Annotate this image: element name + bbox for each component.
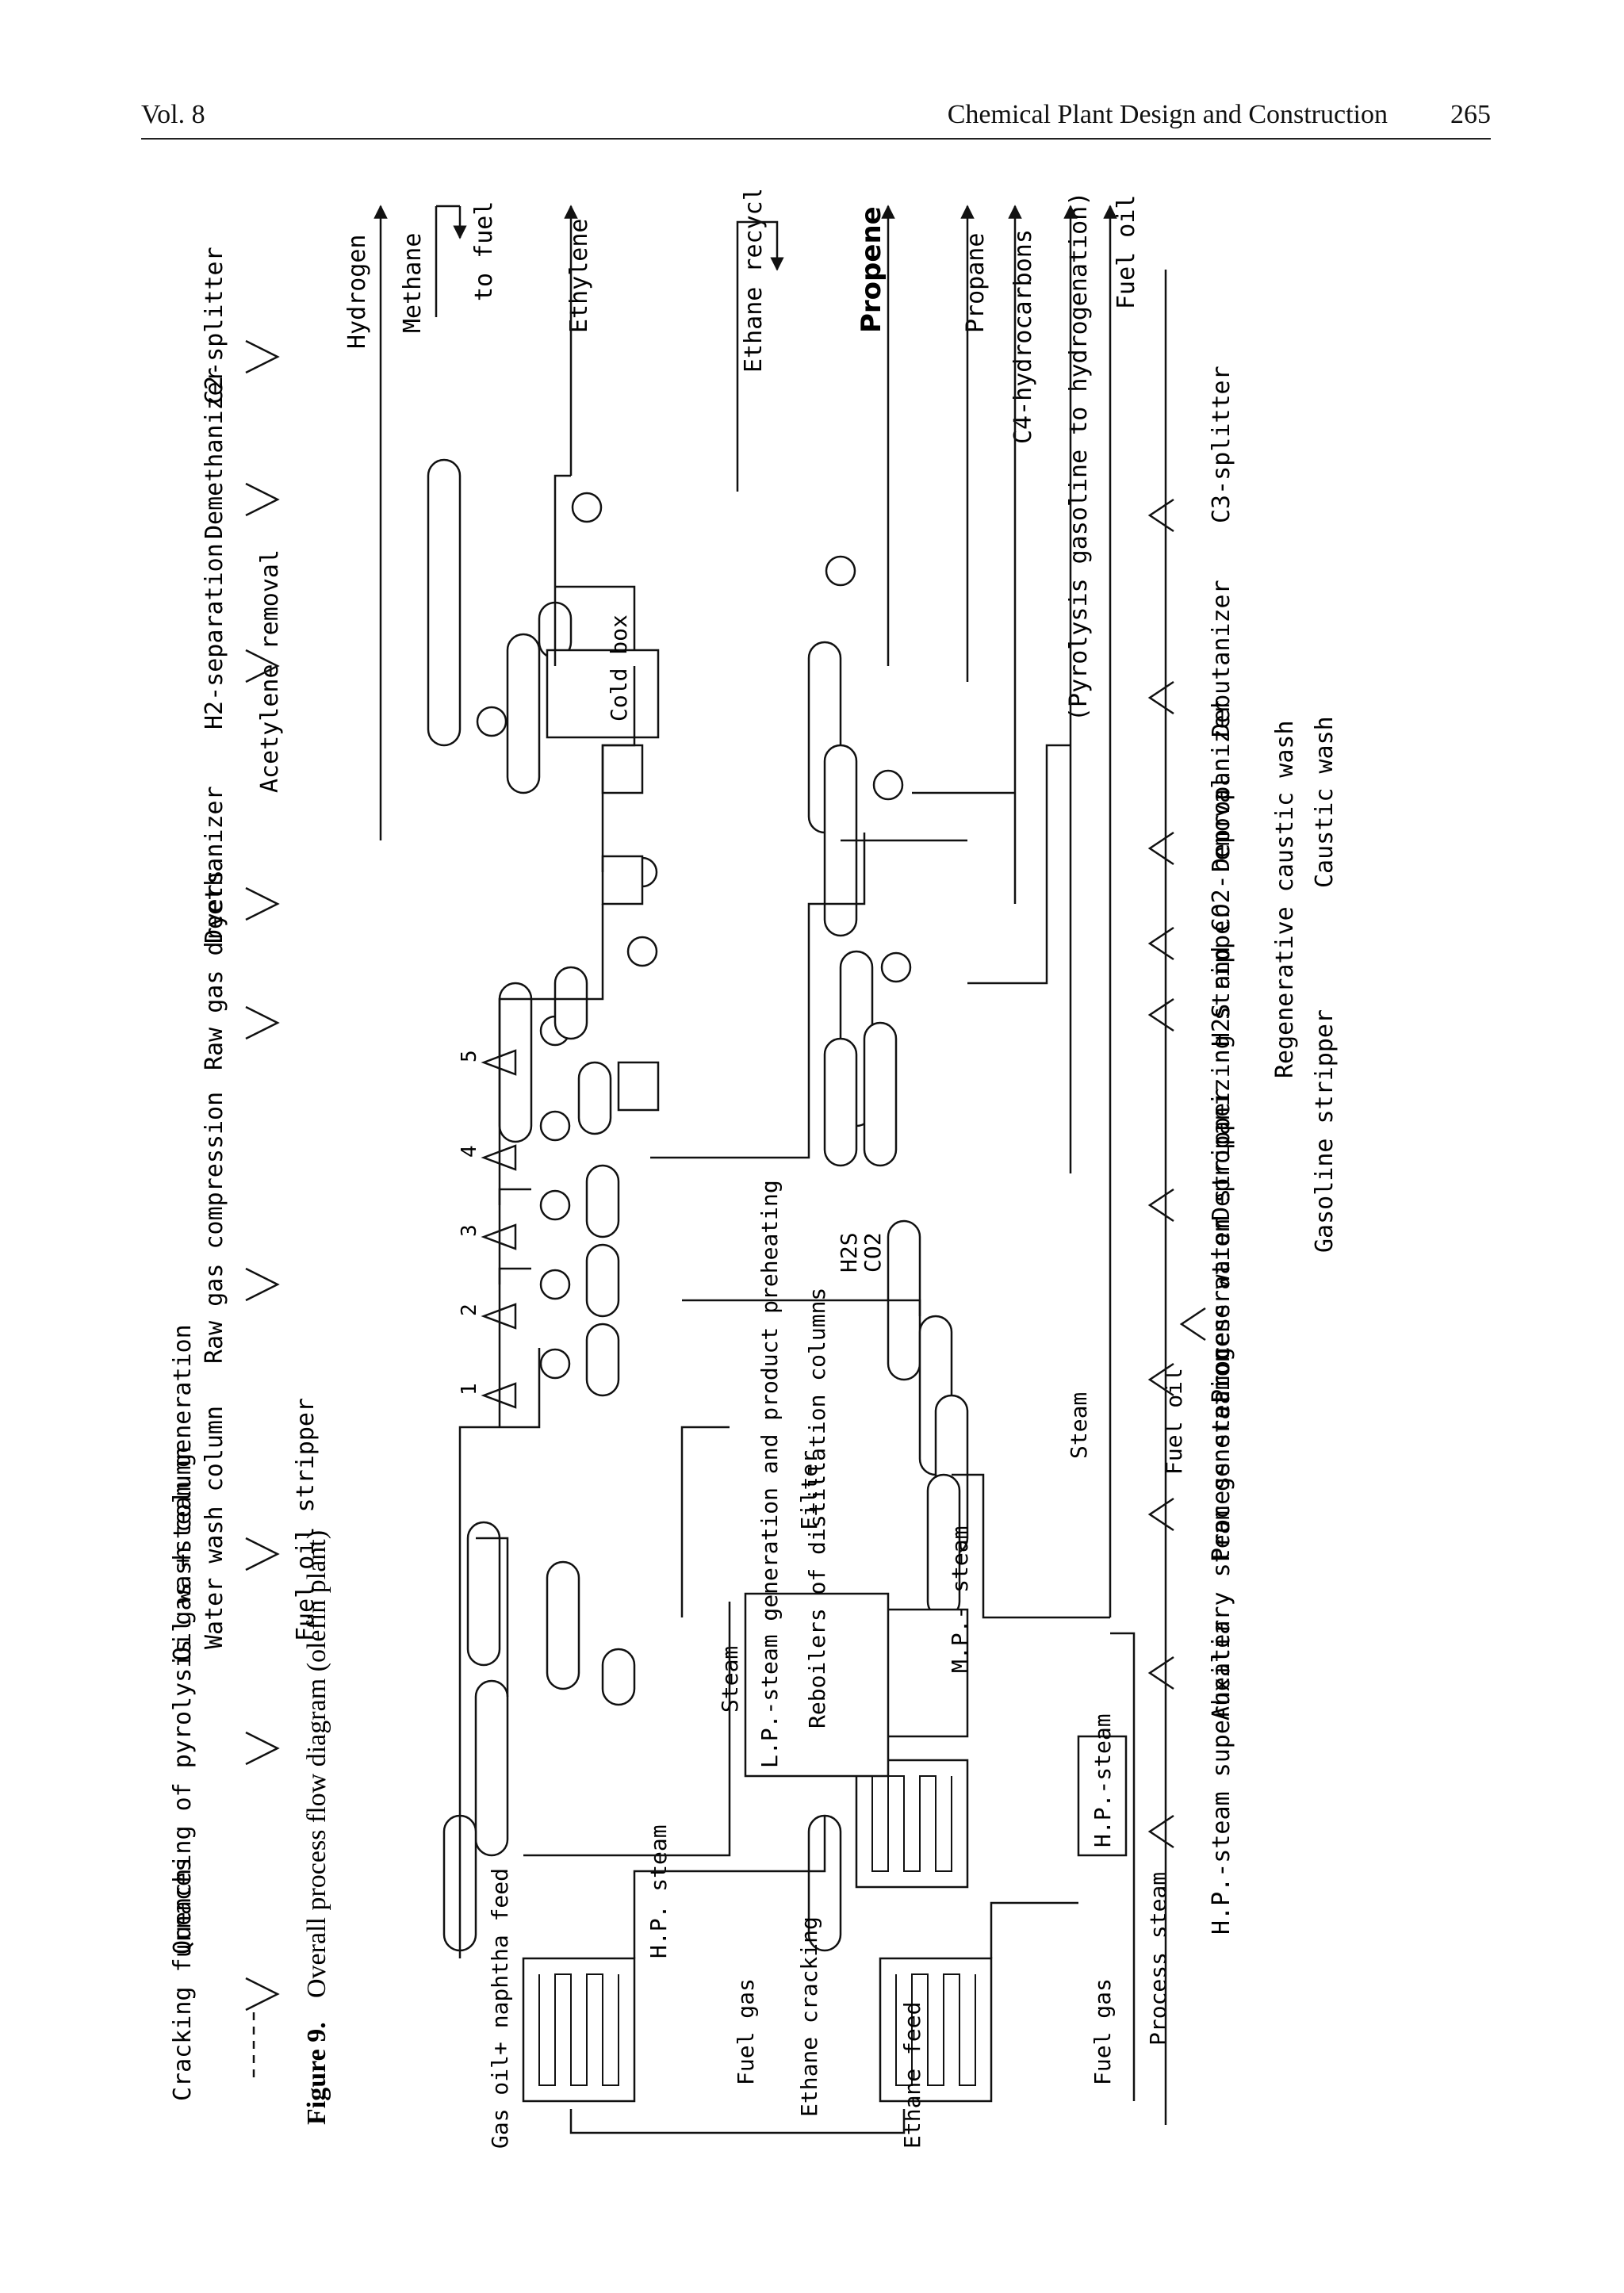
bottom-section-markers bbox=[1147, 498, 1206, 1849]
bottom-section-labels: H.P.-steam superheater Auxiliary steam g… bbox=[1208, 366, 1339, 1935]
section-label-gasoline-stripper: Gasoline stripper bbox=[1311, 1009, 1339, 1253]
fuel-gas-label-1: Fuel gas bbox=[733, 1978, 759, 2085]
fuel-gas-label-2: Fuel gas bbox=[1090, 1978, 1116, 2085]
stage-number-2: 2 bbox=[458, 1303, 481, 1316]
section-label-caustic-wash: Caustic wash bbox=[1311, 716, 1339, 888]
stage-number-1: 1 bbox=[458, 1383, 481, 1395]
section-label-auxiliary-steam: Auxiliary steam generation bbox=[1208, 1348, 1235, 1721]
furnace-coils bbox=[538, 1775, 976, 2086]
product-fuel-oil: Fuel oil bbox=[1113, 195, 1140, 310]
section-label-water-wash-column: Water wash column bbox=[201, 1406, 228, 1649]
oil-wash-column bbox=[474, 1679, 509, 1857]
distillation-columns bbox=[427, 458, 969, 1857]
section-label-hp-steam-superheater: H.P.-steam superheater bbox=[1208, 1620, 1235, 1935]
section-label-h2-separation: H2-separation bbox=[201, 543, 228, 729]
section-label-acetylene-removal: Acetylene removal bbox=[256, 549, 284, 793]
section-label-fuel-oil-stripper: Fuel oil stripper bbox=[292, 1398, 320, 1641]
co2-label: CO2 bbox=[860, 1232, 886, 1273]
caption-label: Figure 9. bbox=[302, 2022, 331, 2125]
hp-steam-box-label: H.P.-steam bbox=[1090, 1713, 1116, 1847]
caustic-wash-column bbox=[823, 1037, 858, 1167]
product-to-fuel-gas: to fuel gas bbox=[470, 190, 498, 301]
demethanizer-column bbox=[506, 633, 541, 794]
caption-text: Overall process flow diagram (olefin pla… bbox=[302, 1530, 331, 1998]
stage-number-5: 5 bbox=[458, 1050, 481, 1062]
product-labels: Hydrogen Methane to fuel gas Ethylene Et… bbox=[343, 144, 1140, 722]
hp-steam-label: H.P. steam bbox=[645, 1824, 672, 1958]
section-label-quenching: Quenching of pyrolysis gas +steam genera… bbox=[169, 1324, 197, 1954]
section-label-depropanizer: Depropanizer bbox=[1208, 700, 1235, 872]
section-label-raw-gas-compression: Raw gas compression bbox=[201, 1092, 228, 1364]
section-label-process-water-stripper: Process water stripper bbox=[1208, 1089, 1235, 1403]
section-label-regenerative-caustic-wash: Regenerative caustic wash bbox=[1271, 720, 1299, 1078]
h2s-label: H2S bbox=[836, 1232, 862, 1273]
flow-diagram-svg: Figure 9. Overall process flow diagram (… bbox=[169, 144, 1339, 2149]
journal-title: Chemical Plant Design and Construction bbox=[947, 100, 1388, 129]
product-propene: Propene bbox=[856, 206, 887, 333]
cold-box: Cold box bbox=[546, 614, 660, 739]
section-label-cracking-furnaces: Cracking furnaces bbox=[169, 1858, 197, 2101]
gas-oil-feed-label: Gas oil+ naphtha feed bbox=[487, 1868, 513, 2149]
reboilers-label: Reboilers of distillation columns bbox=[804, 1288, 830, 1728]
steam-label-2: Steam bbox=[1066, 1392, 1092, 1459]
auxiliary-boiler-1 bbox=[855, 1759, 969, 1889]
hp-steam-box: H.P.-steam bbox=[1077, 1713, 1128, 1857]
equipment-symbols bbox=[476, 492, 912, 1706]
misc-labels: Gas oil+ naphtha feed Ethane feed Fuel g… bbox=[487, 1232, 1187, 2149]
section-label-debutanizer: Debutanizer bbox=[1208, 580, 1235, 737]
running-head: Vol. 8 Chemical Plant Design and Constru… bbox=[141, 97, 1491, 140]
product-arrows bbox=[373, 205, 1117, 1617]
product-pyrolysis-gasoline: (Pyrolysis gasoline to hydrogenation) bbox=[1065, 192, 1093, 722]
stage-number-3: 3 bbox=[458, 1224, 481, 1237]
filter-label: Filter bbox=[796, 1450, 822, 1530]
product-c4-hydrocarbons: C4-hydrocarbons bbox=[1009, 229, 1037, 444]
ethane-furnace bbox=[879, 1957, 993, 2103]
process-flow-figure: Figure 9. Overall process flow diagram (… bbox=[127, 144, 1522, 2188]
water-wash-column bbox=[466, 1521, 501, 1667]
section-label-oil-wash-column: Oil wash column bbox=[169, 1446, 197, 1661]
fuel-oil-stripper-column bbox=[546, 1560, 580, 1690]
section-label-c3-splitter: C3-splitter bbox=[1208, 366, 1235, 523]
ethane-cracking-label: Ethane cracking bbox=[796, 1916, 822, 2117]
product-ethane-recycle: Ethane recycle bbox=[740, 190, 768, 373]
figure-caption: Figure 9. Overall process flow diagram (… bbox=[302, 1530, 331, 2125]
product-propane: Propane bbox=[962, 233, 990, 333]
section-label-demethanizer: Demethanizer bbox=[201, 367, 228, 539]
product-hydrogen: Hydrogen bbox=[343, 235, 371, 350]
section-label-raw-gas-dryers: Raw gas dryers bbox=[201, 870, 228, 1070]
section-label-h2s-co2-removal: H2S and CO2-removal bbox=[1208, 775, 1235, 1047]
process-lines bbox=[458, 270, 1167, 2134]
top-section-markers bbox=[245, 339, 280, 2077]
section-label-deethanizer: Deethanizer bbox=[201, 786, 228, 944]
regenerative-caustic-column bbox=[863, 1021, 898, 1167]
section-label-c2-splitter: C2-splitter bbox=[201, 247, 228, 404]
gas-oil-furnace bbox=[522, 1957, 636, 2103]
mp-steam-label: M.P.- steam bbox=[947, 1526, 973, 1673]
page-number: 265 bbox=[1450, 100, 1491, 129]
product-methane: Methane bbox=[399, 233, 427, 333]
cold-box-label: Cold box bbox=[606, 614, 632, 722]
section-label-process-steam-generation: Process steam generation bbox=[1208, 1219, 1235, 1562]
lp-steam-box: L.P.-steam generation and product prehea… bbox=[744, 1180, 890, 1778]
top-section-labels: Cracking furnaces Quenching of pyrolysis… bbox=[169, 247, 320, 2101]
volume-label: Vol. 8 bbox=[141, 100, 205, 129]
stage-number-4: 4 bbox=[458, 1145, 481, 1158]
product-ethylene: Ethylene bbox=[565, 219, 593, 334]
section-label-depropanizing-stripper: Depropanizing stripper bbox=[1208, 906, 1235, 1221]
process-steam-label: Process steam bbox=[1145, 1872, 1171, 2046]
lp-steam-label: L.P.-steam generation and product prehea… bbox=[756, 1180, 783, 1768]
c2-splitter-column bbox=[427, 458, 462, 747]
